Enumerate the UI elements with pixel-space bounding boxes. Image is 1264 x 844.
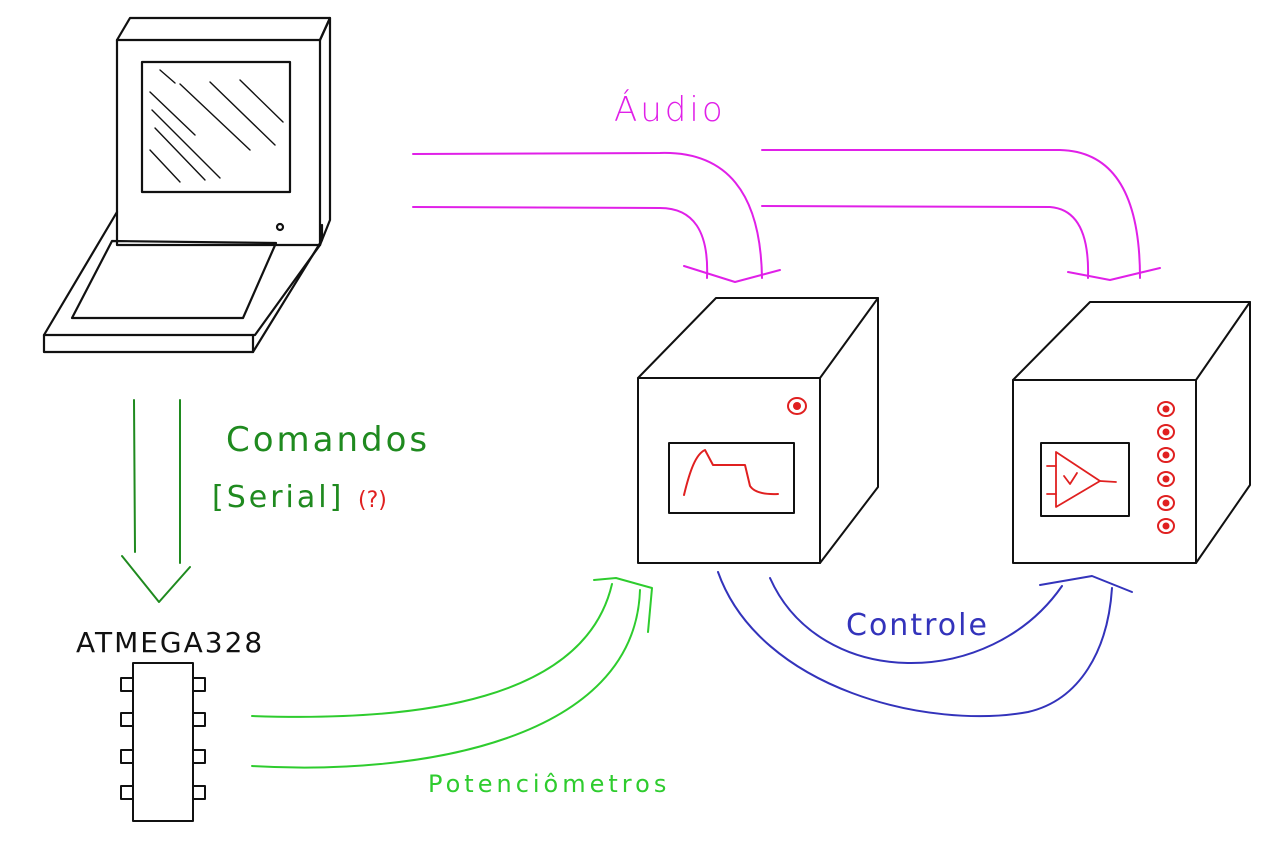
potentiometer-arrows <box>251 577 653 769</box>
audio-label: Áudio <box>614 90 726 130</box>
knob-icon <box>1157 495 1175 511</box>
knob-icon <box>1157 424 1175 440</box>
screen-glare <box>149 69 284 183</box>
serial-label: [Serial] <box>212 480 345 515</box>
control-label: Controle <box>846 608 989 643</box>
control-knobs <box>1157 401 1175 534</box>
knob-icon <box>1157 401 1175 417</box>
chip-label: ATMEGA328 <box>76 626 265 659</box>
audio-arrows <box>412 149 1161 283</box>
knob-icon <box>1157 471 1175 487</box>
microcontroller-chip-icon <box>120 662 206 822</box>
synth-box <box>637 297 879 564</box>
knob-icon <box>1157 447 1175 463</box>
laptop-icon <box>42 16 332 354</box>
commands-label: Comandos <box>226 420 431 460</box>
amplifier-box <box>1012 301 1251 564</box>
indicator-led-icon <box>787 397 807 415</box>
question-label: (?) <box>358 488 387 513</box>
potentiometers-label: Potenciômetros <box>428 770 671 798</box>
control-arrows <box>717 571 1133 718</box>
commands-arrow <box>121 399 191 603</box>
amplifier-symbol-icon <box>1046 451 1117 508</box>
waveform-display <box>683 449 779 496</box>
knob-icon <box>1157 518 1175 534</box>
